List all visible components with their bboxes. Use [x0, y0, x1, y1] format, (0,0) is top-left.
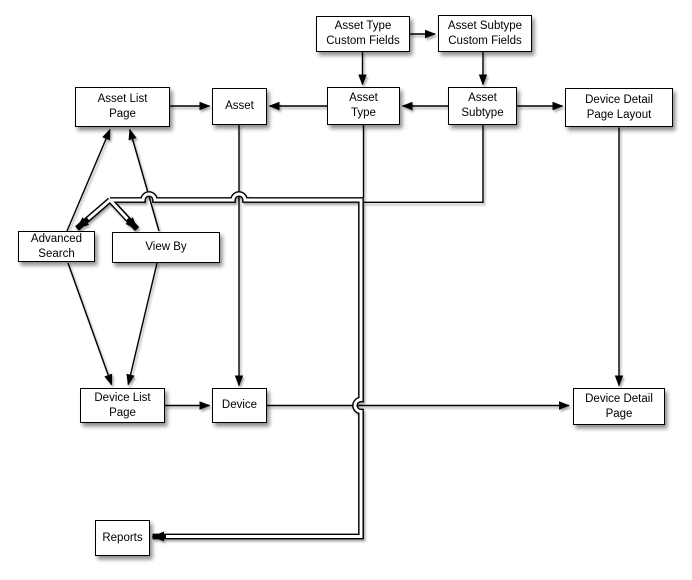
node-label: Asset Type: [349, 92, 378, 119]
node-label: Asset Subtype: [461, 92, 504, 119]
connector-trunk-to-advanced-search-core: [87, 198, 111, 221]
node-asset-subtype: Asset Subtype: [448, 87, 517, 125]
node-device-list-page: Device List Page: [80, 388, 165, 423]
node-label: Asset Type Custom Fields: [326, 20, 400, 47]
connector-asset-subtype-to-trunk: [364, 125, 484, 203]
node-label: Advanced Search: [30, 232, 83, 260]
node-label: Device Detail Page Layout: [585, 93, 653, 121]
node-label: Asset List Page: [97, 93, 148, 120]
node-label: Device: [221, 399, 258, 412]
node-advanced-search: Advanced Search: [18, 231, 95, 262]
connector-advanced-search-to-asset-list-page: [66, 128, 111, 232]
node-label: Asset: [225, 100, 254, 113]
node-device-detail-page: Device Detail Page: [573, 388, 665, 425]
connector-view-by-to-asset-list-page: [128, 128, 160, 232]
node-asset: Asset: [212, 88, 267, 125]
node-asset-type: Asset Type: [327, 87, 400, 125]
connector-advanced-search-to-device-list-page: [67, 262, 113, 386]
connector-trunk-to-view-by-core: [108, 199, 129, 220]
node-label: View By: [145, 241, 187, 254]
connector-view-by-to-device-list-page: [126, 262, 158, 386]
node-asset-subtype-custom-fields: Asset Subtype Custom Fields: [438, 15, 532, 52]
node-device: Device: [212, 388, 267, 423]
node-reports: Reports: [95, 520, 150, 556]
node-label: Device Detail Page: [585, 392, 653, 420]
node-asset-list-page: Asset List Page: [75, 87, 170, 127]
node-device-detail-page-layout: Device Detail Page Layout: [565, 88, 673, 127]
node-label: Reports: [102, 531, 143, 544]
connector-trunk-to-reports-core: [110, 192, 363, 538]
node-asset-type-custom-fields: Asset Type Custom Fields: [316, 16, 410, 52]
node-view-by: View By: [112, 232, 220, 263]
node-label: Device List Page: [94, 391, 151, 419]
node-label: Asset Subtype Custom Fields: [447, 19, 523, 47]
